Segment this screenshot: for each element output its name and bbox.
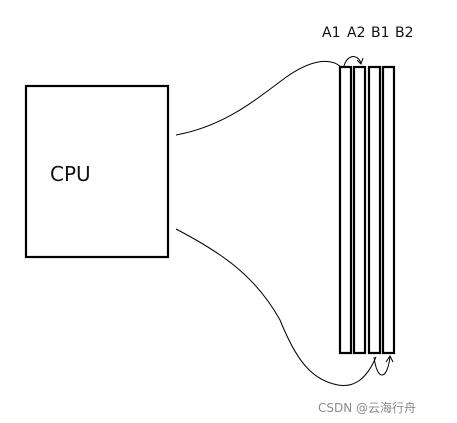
slot-label-b1: B1 xyxy=(371,25,390,41)
upper-hook-a2 xyxy=(343,56,362,67)
lower-hook-b2-arrow-icon xyxy=(385,355,394,363)
upper-channel-curve xyxy=(175,60,342,136)
memory-slots xyxy=(338,65,396,355)
memory-slot-b2 xyxy=(381,65,396,355)
slot-label-a2: A2 xyxy=(347,25,365,41)
memory-slot-a1 xyxy=(338,65,353,355)
lower-channel-curve xyxy=(175,228,377,387)
slot-labels: A1 A2 B1 B2 xyxy=(322,25,414,41)
memory-slot-a2 xyxy=(352,65,367,355)
slot-label-b2: B2 xyxy=(395,25,414,41)
watermark-text: CSDN @云海行舟 xyxy=(318,400,416,415)
upper-hook-a2-arrow-icon xyxy=(356,57,364,65)
slot-label-a1: A1 xyxy=(322,25,340,41)
cpu-box xyxy=(24,84,170,259)
memory-slot-b1 xyxy=(367,65,382,355)
cpu-label: CPU xyxy=(50,162,91,186)
lower-hook-b2 xyxy=(373,356,391,376)
cpu-block: CPU xyxy=(24,84,170,259)
